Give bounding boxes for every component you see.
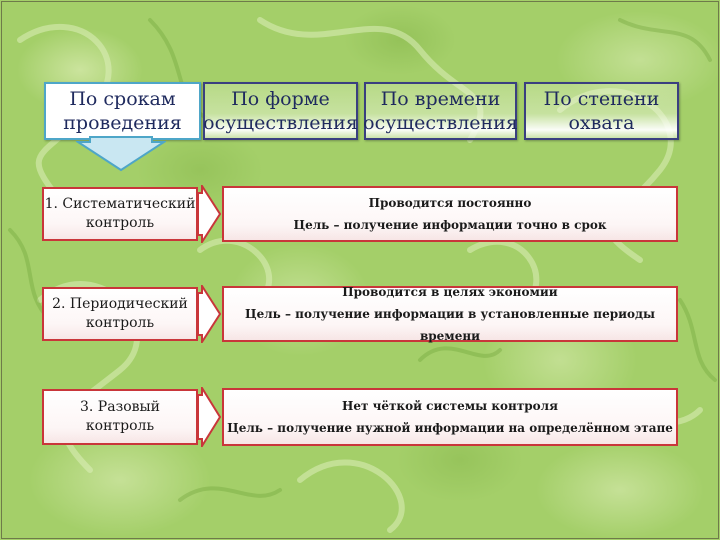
control-type-periodic: 2. Периодический контроль: [42, 287, 198, 341]
description-line-1: Нет чёткой системы контроля: [341, 399, 558, 413]
control-type-one-time: 3. Разовый контроль: [42, 389, 198, 445]
down-arrow-icon: [76, 136, 166, 172]
description-line-2: Цель – получение информации в установлен…: [244, 307, 656, 343]
header-label: По степени охвата: [543, 88, 660, 134]
right-arrow-icon: [197, 285, 222, 343]
header-by-time: По времени осуществления: [363, 82, 518, 140]
description-line-1: Проводится постоянно: [368, 196, 532, 210]
header-label: По форме осуществления: [203, 88, 358, 134]
control-type-label: 2. Периодический контроль: [52, 296, 188, 331]
description-one-time: Нет чёткой системы контроля Цель – получ…: [222, 388, 678, 446]
description-line-1: Проводится в целях экономии: [342, 285, 558, 299]
header-label: По срокам проведения: [63, 88, 182, 134]
control-type-label: 3. Разовый контроль: [80, 399, 160, 434]
header-by-form: По форме осуществления: [203, 82, 358, 140]
right-arrow-icon: [197, 387, 222, 447]
control-type-label: 1. Систематический контроль: [44, 196, 196, 231]
right-arrow-icon: [197, 185, 222, 243]
description-line-2: Цель – получение информации точно в срок: [293, 218, 607, 232]
header-by-coverage: По степени охвата: [524, 82, 679, 140]
header-label: По времени осуществления: [363, 88, 518, 134]
description-systematic: Проводится постоянно Цель – получение ин…: [222, 186, 678, 242]
control-type-systematic: 1. Систематический контроль: [42, 187, 198, 241]
description-line-2: Цель – получение нужной информации на оп…: [227, 421, 673, 435]
header-by-duration: По срокам проведения: [44, 82, 201, 140]
description-periodic: Проводится в целях экономии Цель – получ…: [222, 285, 678, 343]
